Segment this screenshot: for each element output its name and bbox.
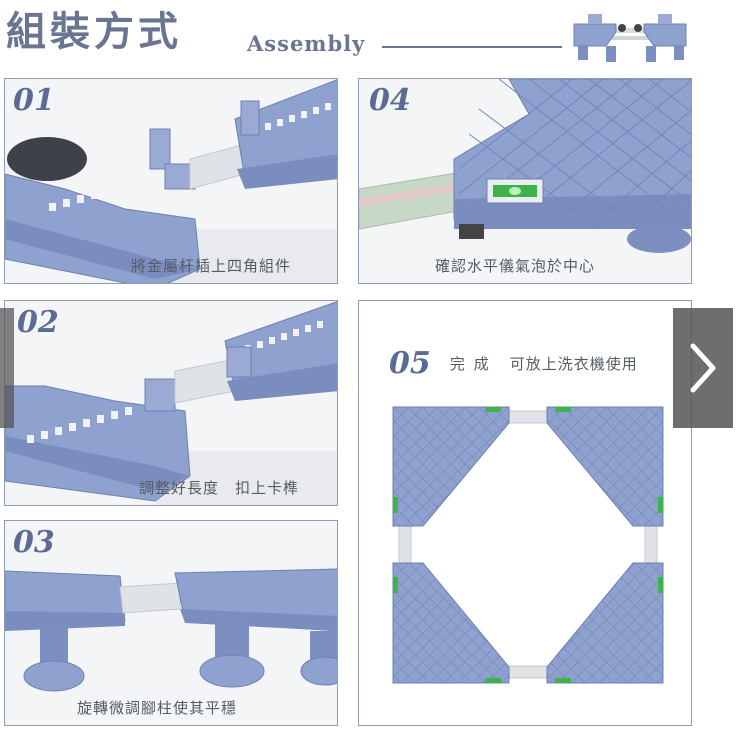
step-panel-03: 03 旋轉微調腳柱使其平穩 (4, 520, 338, 726)
product-thumbnail (573, 14, 687, 62)
chevron-right-icon (690, 343, 716, 393)
title-chinese: 組裝方式 (6, 8, 182, 55)
step-03-illustration (5, 521, 337, 725)
section-header: 組裝方式 Assembly (0, 0, 738, 72)
step-caption-03: 旋轉微調腳柱使其平穩 (77, 699, 238, 717)
step-number-02: 02 (17, 305, 59, 340)
step-01-illustration (5, 79, 337, 283)
title-english: Assembly (247, 31, 366, 56)
step-caption-02: 調整好長度 扣上卡榫 (139, 479, 300, 497)
step-panel-04: 04 確認水平儀氣泡於中心 (358, 78, 692, 284)
step-panel-02: 02 調整好長度 扣上卡榫 (4, 300, 338, 506)
step-caption-04: 確認水平儀氣泡於中心 (435, 257, 596, 275)
step-number-04: 04 (369, 83, 411, 118)
step-panel-05: 05 完 成 可放上洗衣機使用 (358, 300, 692, 726)
previous-slide-button[interactable] (0, 308, 14, 428)
step-panel-01: 01 將金屬杆插上四角組件 (4, 78, 338, 284)
step-number-05: 05 (389, 346, 431, 381)
next-slide-button[interactable] (673, 308, 733, 428)
step-caption-05: 可放上洗衣機使用 (509, 355, 638, 373)
step-number-01: 01 (13, 83, 55, 118)
step-04-illustration (359, 79, 691, 283)
step-title-05: 完 成 (449, 355, 491, 373)
step-caption-01: 將金屬杆插上四角組件 (131, 257, 292, 275)
title-divider (382, 46, 562, 48)
step-number-03: 03 (13, 525, 55, 560)
step-05-heading: 05 完 成 可放上洗衣機使用 (389, 346, 638, 381)
step-05-illustration (392, 406, 664, 684)
step-02-illustration (5, 301, 337, 505)
